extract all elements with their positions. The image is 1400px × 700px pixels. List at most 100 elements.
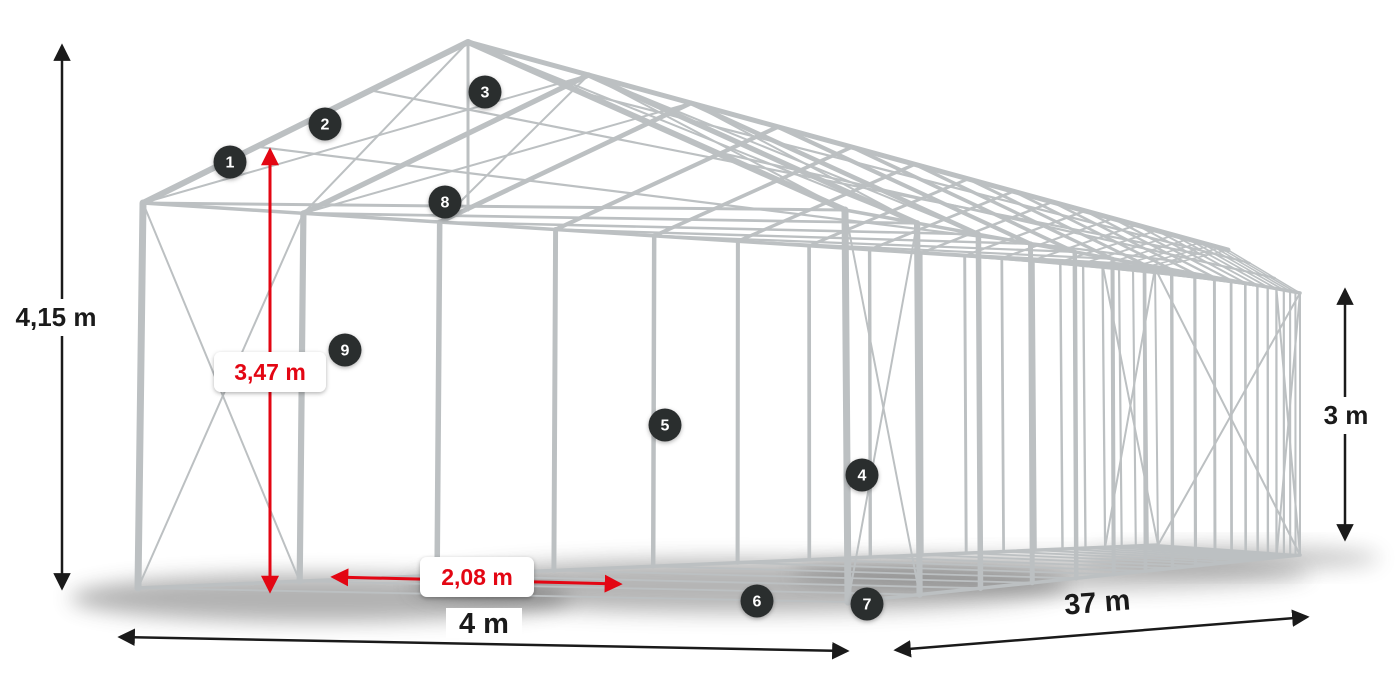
- width-label-bg: [446, 608, 522, 638]
- part-marker-1-number: 1: [226, 155, 235, 172]
- frame-tube: [966, 177, 1147, 267]
- length-label: 37 m: [1063, 584, 1131, 621]
- frame-tube: [1034, 549, 1247, 562]
- ridge-clearance-label: 3,47 m: [234, 359, 306, 385]
- part-marker-2-number: 2: [321, 117, 330, 134]
- frame-tube: [688, 100, 981, 237]
- frame-tube: [141, 201, 847, 212]
- frame-tube: [438, 220, 980, 236]
- frame-tube: [134, 199, 147, 592]
- part-marker-3[interactable]: 3: [468, 75, 502, 109]
- part-marker-8[interactable]: 8: [428, 185, 462, 219]
- frame-tube: [963, 254, 968, 555]
- frame-tube: [1212, 275, 1217, 566]
- frame-tube: [1155, 229, 1259, 287]
- part-marker-3-circle[interactable]: [468, 75, 502, 109]
- part-marker-5[interactable]: 5: [648, 408, 682, 442]
- part-marker-3-number: 3: [481, 85, 490, 102]
- part-marker-6-circle[interactable]: [740, 584, 774, 618]
- frame-tube: [300, 72, 592, 216]
- part-marker-7-number: 7: [863, 597, 872, 614]
- part-marker-4[interactable]: 4: [845, 458, 879, 492]
- frame-tube: [1200, 241, 1285, 291]
- frame-tube: [434, 219, 443, 579]
- part-marker-6-number: 6: [753, 594, 762, 611]
- part-marker-9[interactable]: 9: [328, 333, 362, 367]
- frame-tube: [975, 231, 984, 591]
- frame-tube: [1000, 217, 1115, 260]
- frame-tube: [652, 565, 1078, 580]
- part-marker-1-circle[interactable]: [213, 145, 247, 179]
- frame-tube: [1101, 263, 1107, 549]
- dimension-total-height: 4,15 m: [6, 43, 106, 591]
- frame-tube: [553, 569, 1034, 584]
- frame-tube: [553, 124, 780, 232]
- part-marker-1[interactable]: 1: [213, 145, 247, 179]
- frame-tube: [844, 209, 921, 596]
- part-marker-5-circle[interactable]: [648, 408, 682, 442]
- frame-tube: [1154, 267, 1159, 546]
- frame-tube: [1134, 545, 1292, 557]
- frame-tube: [736, 240, 1114, 260]
- frame-tube: [302, 41, 469, 215]
- frame-tube: [650, 233, 657, 569]
- part-marker-7[interactable]: 7: [850, 587, 884, 621]
- side-height-label-bg: [1314, 397, 1378, 434]
- frame-tube: [867, 247, 873, 559]
- frame-tube: [1032, 258, 1037, 552]
- part-marker-8-number: 8: [441, 195, 450, 212]
- frame-tube: [1131, 265, 1137, 547]
- part-marker-6[interactable]: 6: [740, 584, 774, 618]
- frame-tube: [1173, 234, 1269, 289]
- frame-tube: [296, 210, 307, 585]
- frame-tube: [1051, 200, 1197, 276]
- frame-spacing-label-bg: [420, 557, 534, 597]
- frame-tube: [1210, 244, 1291, 292]
- frame-tube: [913, 220, 923, 598]
- frame-tube: [551, 227, 559, 573]
- part-marker-5-number: 5: [661, 418, 670, 435]
- frame-tube: [1229, 279, 1233, 564]
- frame-tube: [1081, 262, 1087, 550]
- part-marker-8-circle[interactable]: [428, 185, 462, 219]
- part-marker-2-circle[interactable]: [308, 107, 342, 141]
- dimension-frame-spacing: 2,08 m: [330, 557, 623, 597]
- frame-tube: [140, 39, 471, 206]
- part-marker-7-circle[interactable]: [850, 587, 884, 621]
- length-arrow: [893, 609, 1310, 658]
- frame-tube: [1059, 260, 1064, 551]
- part-marker-9-circle[interactable]: [328, 333, 362, 367]
- dimension-ridge-clearance: 3,47 m: [214, 147, 326, 594]
- frame-tube: [921, 554, 1197, 567]
- frame-tube: [1061, 548, 1259, 561]
- frame-tube: [1135, 223, 1247, 285]
- frame-tube: [1028, 241, 1035, 586]
- frame-tube: [438, 74, 590, 224]
- frame-tube: [913, 162, 1115, 261]
- frame-tube: [1117, 264, 1123, 548]
- frame-tube: [554, 228, 1032, 245]
- frame-tube: [1193, 272, 1198, 568]
- frame-tube: [736, 561, 1115, 576]
- dimension-length: 37 m: [893, 584, 1310, 658]
- frame-tube: [1142, 262, 1148, 573]
- total-height-label: 4,15 m: [16, 302, 97, 332]
- part-marker-2[interactable]: 2: [308, 107, 342, 141]
- frame-tube: [437, 100, 694, 225]
- dimension-width: 4 m: [117, 608, 850, 660]
- frame-tube: [302, 211, 919, 225]
- frame-tube: [808, 558, 1147, 572]
- frame-tube: [142, 74, 590, 204]
- total-height-label-bg: [6, 299, 106, 336]
- frame-tube: [653, 234, 1076, 254]
- frame-tube: [1072, 249, 1079, 581]
- frame-tube: [1227, 249, 1301, 294]
- part-marker-4-circle[interactable]: [845, 458, 879, 492]
- frame-tube: [1104, 546, 1278, 559]
- frame-spacing-label: 2,08 m: [441, 564, 513, 590]
- frame-tube: [302, 102, 692, 215]
- frame-tube: [847, 222, 919, 603]
- frame-tube: [1101, 238, 1190, 266]
- frame-tube: [1084, 547, 1269, 560]
